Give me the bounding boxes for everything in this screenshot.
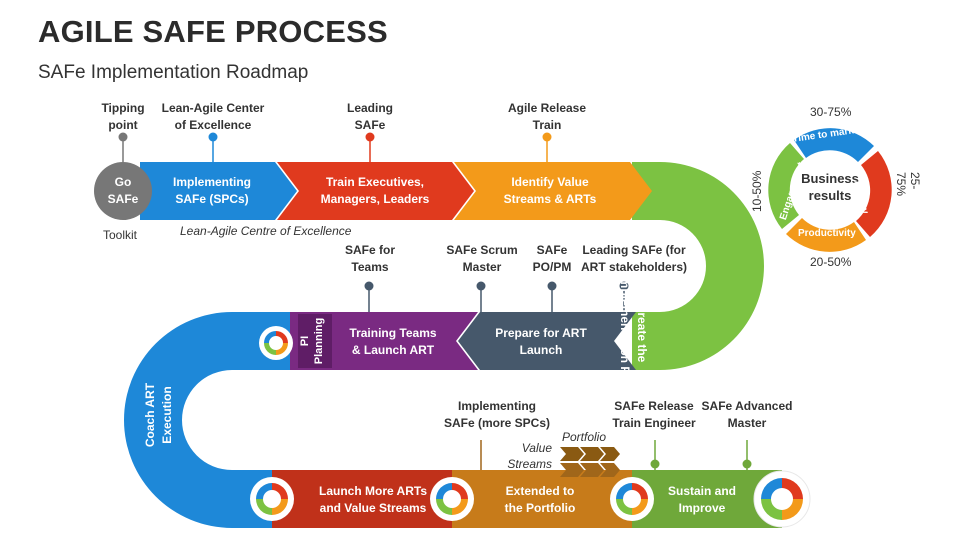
curve-coach-art (124, 312, 290, 528)
wheel-segment-productivity (786, 218, 866, 252)
arrow-train-executives (277, 162, 474, 220)
lean-centre-label: Lean-Agile Centre of Excellence (180, 224, 352, 238)
business-results-wheel (768, 128, 892, 252)
small-wheel-row3-end (753, 470, 811, 528)
wheel-segment-time-to-market (794, 128, 874, 162)
chevron-value-1 (560, 463, 584, 477)
go-safe-circle (94, 162, 152, 220)
chevron-value-3 (600, 463, 620, 477)
pct-right: 25-75% (894, 172, 922, 197)
chevron-portfolio-1 (560, 447, 584, 461)
pi-planning-box (298, 314, 332, 368)
arrow-implementing-safe (140, 162, 297, 220)
train-executives-text: Train Executives,Managers, Leaders (320, 175, 430, 206)
training-teams-text: Training Teams& Launch ART (349, 326, 437, 357)
small-wheel-row3-1 (250, 477, 294, 521)
connectors-row2 (364, 281, 629, 312)
page-title: AGILE SAFE PROCESS (38, 14, 388, 49)
pct-bottom: 20-50% (810, 255, 852, 269)
toolkit-label: Toolkit (103, 228, 138, 242)
wheel-segment-quality (856, 151, 892, 237)
small-wheel-row3-3 (610, 477, 654, 521)
small-wheel-pi (259, 326, 293, 360)
page-subtitle: SAFe Implementation Roadmap (38, 62, 309, 83)
segment-extended-portfolio (452, 470, 632, 528)
portfolio-label: Portfolio (562, 430, 607, 444)
chevron-portfolio-2 (580, 447, 604, 461)
connectors-row1 (118, 132, 552, 162)
curve-create-plan (632, 162, 764, 370)
chevron-value-2 (580, 463, 604, 477)
pct-top: 30-75% (810, 105, 852, 119)
wheel-label-productivity: Productivity (798, 228, 856, 239)
arrow-training-teams (290, 312, 478, 370)
arrow-identify-value (454, 162, 652, 220)
chevron-portfolio-3 (600, 447, 620, 461)
wheel-segment-engagement (768, 143, 804, 229)
connectors-row3 (480, 440, 752, 470)
pct-left: 10-50% (750, 170, 764, 212)
segment-launch-more (272, 470, 452, 528)
small-wheel-row3-2 (430, 477, 474, 521)
arrow-prepare-art (458, 312, 636, 370)
